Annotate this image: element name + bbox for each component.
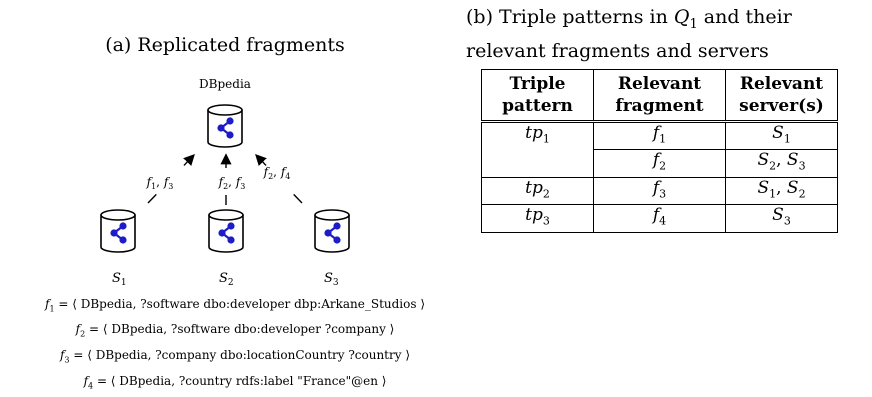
- fragment-f4-definition: f4 = ⟨ DBpedia, ?country rdfs:label "Fra…: [83, 374, 387, 391]
- fragment-f2-definition: f2 = ⟨ DBpedia, ?software dbo:developer …: [75, 322, 395, 339]
- server-s1-database-icon: [99, 208, 137, 254]
- cell-fragment: f4: [593, 204, 726, 233]
- server-s2-label: S2: [219, 271, 234, 288]
- caption-triple-patterns: (b) Triple patterns in Q1 and their rele…: [466, 6, 792, 62]
- edge-label-s2: f2, f3: [218, 175, 246, 191]
- table-row: tp1 f1 S1: [481, 120, 838, 151]
- cell-pattern: [481, 149, 594, 178]
- cell-servers: S3: [725, 204, 838, 233]
- dbpedia-label: DBpedia: [199, 77, 251, 91]
- edge-label-s3: f2, f4: [263, 165, 291, 181]
- dbpedia-database-icon: [206, 103, 244, 149]
- server-s1-label: S1: [112, 271, 127, 288]
- table-row: tp3 f4 S3: [481, 204, 838, 233]
- cell-servers: S1: [725, 120, 838, 151]
- table-row: tp2 f3 S1, S2: [481, 176, 838, 206]
- server-s3-database-icon: [313, 208, 351, 254]
- fragment-f1-definition: f1 = ⟨ DBpedia, ?software dbo:developer …: [44, 297, 426, 314]
- caption-replicated-fragments: (a) Replicated fragments: [105, 34, 345, 56]
- arrow-s3-to-dbpedia: [255, 153, 303, 204]
- cell-pattern: tp3: [481, 204, 594, 233]
- table-row: f2 S2, S3: [481, 149, 838, 178]
- cell-fragment: f3: [593, 176, 726, 206]
- cell-fragment: f1: [593, 120, 726, 151]
- cell-servers: S1, S2: [725, 176, 838, 206]
- fragment-f3-definition: f3 = ⟨ DBpedia, ?company dbo:locationCou…: [59, 348, 411, 365]
- server-s3-label: S3: [324, 271, 339, 288]
- cell-servers: S2, S3: [725, 149, 838, 178]
- cell-pattern: tp2: [481, 176, 594, 206]
- cell-pattern: tp1: [481, 120, 594, 150]
- edge-label-s1: f1, f3: [146, 175, 174, 191]
- server-s2-database-icon: [207, 208, 245, 254]
- replication-diagram: DBpedia S1 S2 S3 f1, f3 f2, f3 f2, f4: [99, 77, 351, 288]
- cell-fragment: f2: [593, 149, 726, 178]
- arrow-s1-to-dbpedia: [147, 153, 195, 204]
